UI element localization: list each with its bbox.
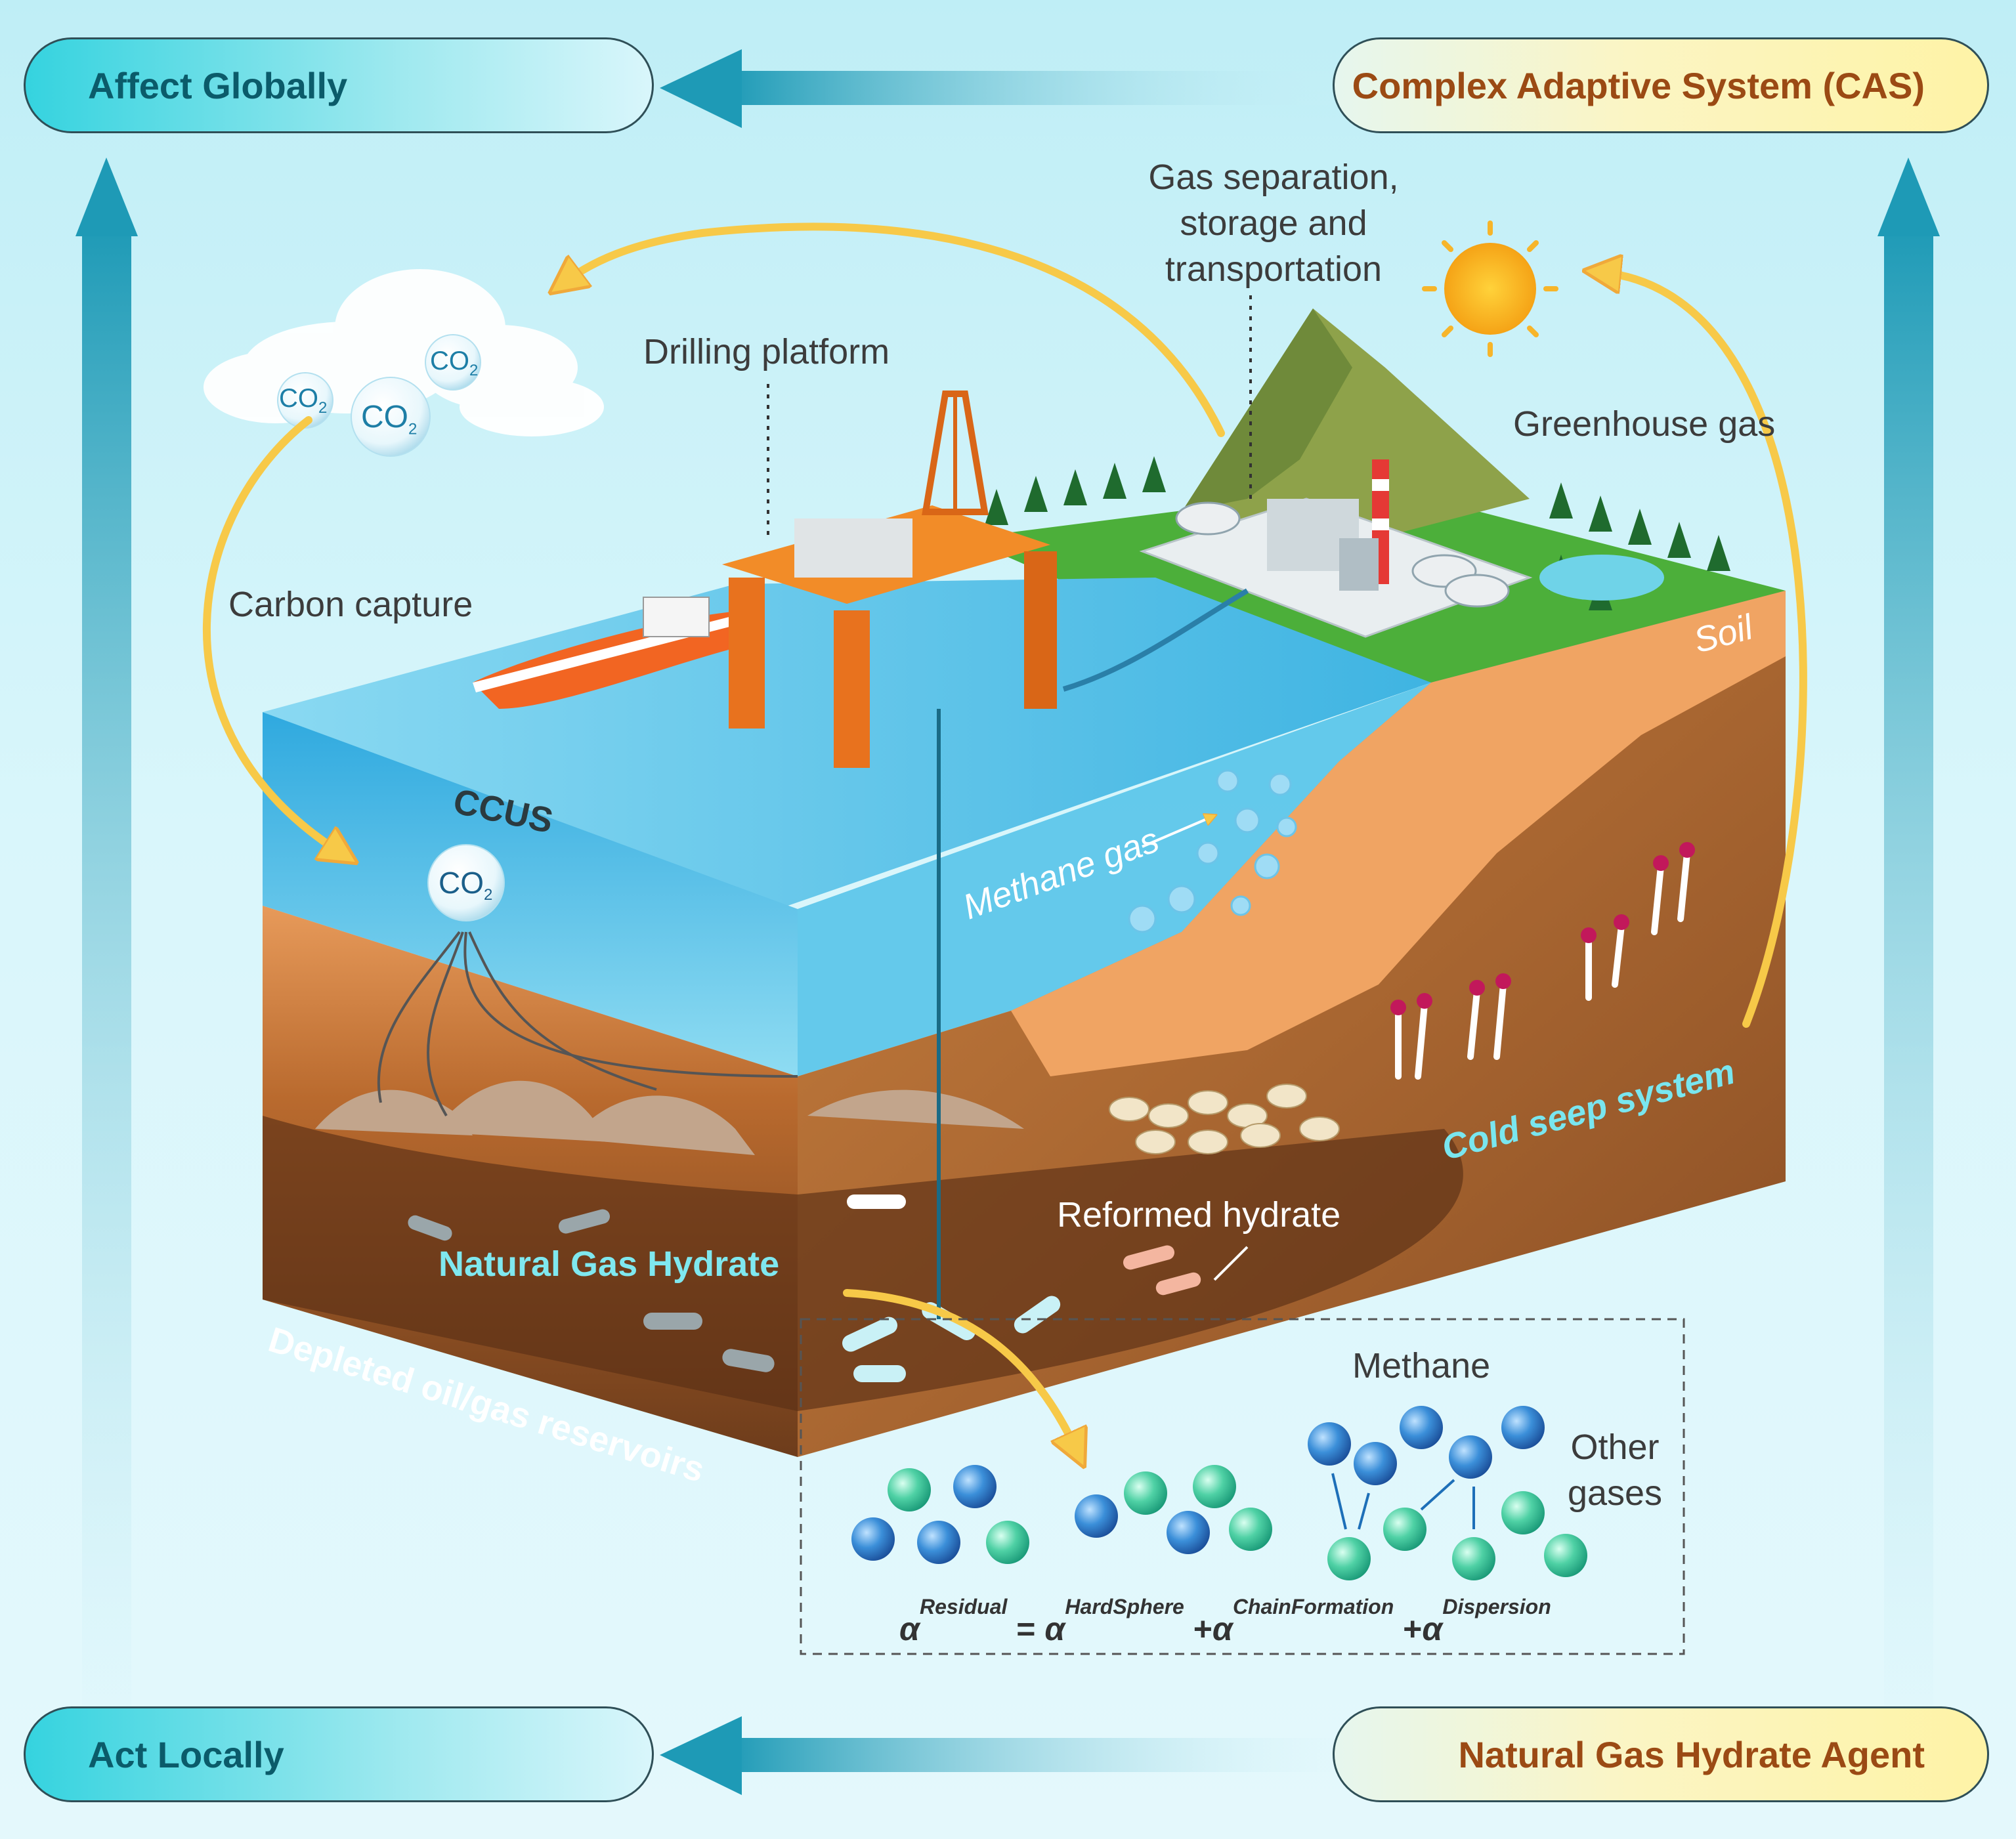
co2-bubbles [277, 334, 505, 921]
sun-icon [1422, 221, 1558, 357]
co2-label-small-1: CO2 [279, 384, 327, 417]
bottom-horizontal-arrow [660, 1716, 1365, 1795]
left-vertical-arrow [75, 158, 138, 1720]
co2-label-small-2: CO2 [430, 347, 478, 380]
co2-label-ccus: CO2 [439, 865, 492, 904]
methane-pointer-arrow [1142, 817, 1211, 848]
sediment-rocks [315, 1080, 1024, 1155]
co2-subscript: 2 [484, 886, 493, 904]
alpha-symbol: α [1044, 1611, 1065, 1647]
tube-worms [1395, 850, 1690, 1080]
affect-globally-label: Affect Globally [88, 64, 348, 106]
top-horizontal-arrow [660, 49, 1365, 128]
lng-tanker-ship [473, 597, 755, 709]
drilling-platform-label: Drilling platform [643, 332, 890, 371]
gas-separation-line-1: Gas separation, [1148, 158, 1399, 197]
gas-separation-line-3: transportation [1165, 249, 1383, 289]
alpha-symbol: α [1422, 1611, 1443, 1647]
reservoir-layer [263, 1116, 1463, 1411]
molecular-inset-frame [800, 1318, 1685, 1655]
sea-front-face [263, 712, 798, 1076]
co2-subscript: 2 [318, 399, 328, 417]
pond [1539, 555, 1664, 601]
other-gases-line-1: Other [1570, 1427, 1660, 1467]
gas-processing-plant [1139, 459, 1533, 638]
subsea-pipeline [1062, 588, 1249, 692]
affect-globally-badge: Affect Globally [24, 37, 654, 133]
equals-sign: = [1016, 1611, 1036, 1647]
gas-separation-line-2: storage and [1180, 203, 1367, 243]
residual-helmholtz-formula: αResidual = αHardSphere +αChainFormation… [899, 1595, 1551, 1648]
act-locally-label: Act Locally [88, 1733, 284, 1775]
carbon-capture-label: Carbon capture [228, 585, 473, 624]
tube-worm-plumes [1390, 842, 1695, 1015]
residual-term: Residual [920, 1595, 1008, 1618]
interaction-arrows [1331, 1473, 1475, 1530]
co2-text: CO [430, 347, 469, 375]
soil-layer [1011, 591, 1786, 1076]
cas-label: Complex Adaptive System (CAS) [1352, 64, 1925, 106]
alpha-symbol: α [1212, 1611, 1233, 1647]
methane-bubbles [1128, 769, 1297, 933]
chain-formation-term: ChainFormation [1232, 1595, 1394, 1618]
other-gases-line-2: gases [1567, 1473, 1663, 1513]
ccus-injection-lines [377, 931, 798, 1117]
dispersion-term: Dispersion [1442, 1595, 1551, 1618]
hard-sphere-term: HardSphere [1065, 1595, 1184, 1618]
leader-lines [767, 295, 1252, 538]
clam-shells [1109, 1084, 1340, 1154]
methane-label: Methane [1352, 1346, 1491, 1385]
natural-gas-hydrate-label: Natural Gas Hydrate [439, 1244, 780, 1284]
act-locally-badge: Act Locally [24, 1706, 654, 1802]
gas-molecules [851, 1406, 1587, 1580]
co2-text: CO [279, 384, 318, 413]
cas-badge: Complex Adaptive System (CAS) [1333, 37, 1989, 133]
hydrate-agent-label: Natural Gas Hydrate Agent [1458, 1733, 1925, 1775]
plus-sign: + [1193, 1611, 1212, 1647]
reformed-hydrate-pointer [1213, 1246, 1249, 1281]
right-vertical-arrow [1877, 158, 1940, 1720]
plus-sign: + [1403, 1611, 1423, 1647]
co2-label-large: CO2 [361, 399, 417, 439]
drilling-platform [722, 391, 1057, 768]
gas-separation-label: Gas separation, storage and transportati… [1109, 154, 1438, 292]
hydrate-agent-badge: Natural Gas Hydrate Agent [1333, 1706, 1989, 1802]
co2-text: CO [361, 400, 408, 434]
greenhouse-gas-label: Greenhouse gas [1513, 404, 1776, 444]
reformed-hydrate-label: Reformed hydrate [1057, 1195, 1341, 1235]
process-arrows [202, 222, 1807, 1450]
other-gases-label: Other gases [1549, 1424, 1681, 1516]
co2-text: CO [439, 866, 484, 900]
alpha-symbol: α [899, 1611, 920, 1647]
co2-subscript: 2 [469, 362, 479, 379]
co2-subscript: 2 [408, 420, 418, 438]
